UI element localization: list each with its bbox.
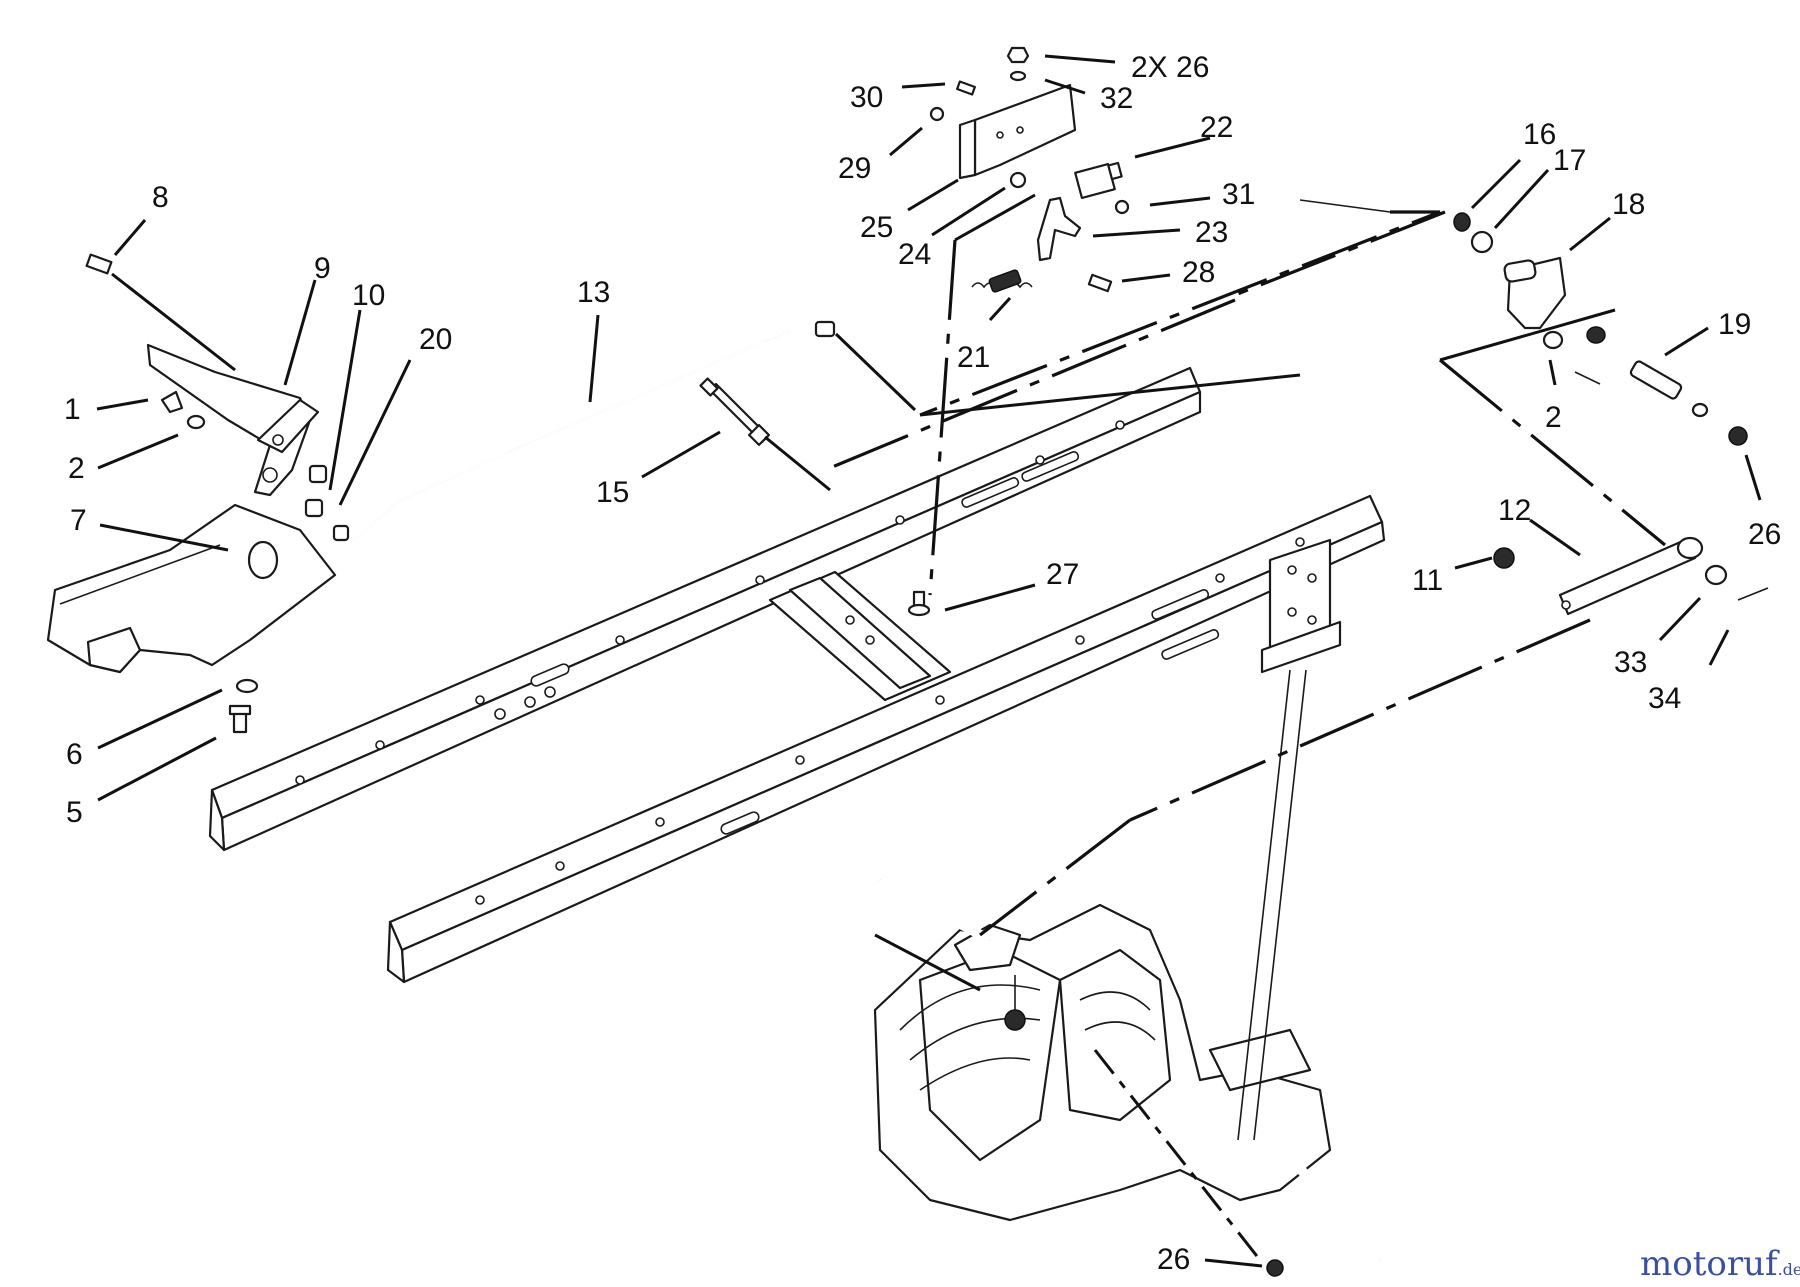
callout-15: 15: [596, 476, 629, 509]
callout-2: 2: [68, 452, 85, 485]
callout-2-right: 2: [1545, 401, 1562, 434]
washer-33: [1704, 564, 1728, 586]
callout-27: 27: [1046, 558, 1079, 591]
nut-11: [1493, 547, 1515, 569]
callout-10: 10: [352, 279, 385, 312]
callout-22: 22: [1200, 111, 1233, 144]
washer-19: [1691, 402, 1709, 418]
callout-33: 33: [1614, 646, 1647, 679]
callout-28: 28: [1182, 256, 1215, 289]
callout-18: 18: [1612, 188, 1645, 221]
clip-1: [160, 390, 184, 414]
callout-26-right: 26: [1748, 518, 1781, 551]
pedal-arm: [146, 343, 320, 497]
callout-17: 17: [1553, 144, 1586, 177]
washer-2-right: [1542, 330, 1564, 350]
callout-30: 30: [850, 81, 883, 114]
nut-26-right: [1728, 426, 1748, 446]
bushing-pair: [1586, 326, 1606, 344]
nut-26-bottom: [1266, 1259, 1284, 1277]
arm-18: [1503, 256, 1567, 330]
bolt-30: [956, 80, 976, 96]
bolt-27: [907, 590, 931, 617]
lever-23: [1036, 196, 1082, 262]
pin-15: [699, 377, 770, 446]
nut-31: [1114, 199, 1130, 215]
spring-21: [971, 269, 1033, 293]
pedal-foot-pad: [46, 503, 337, 674]
rod-13: [332, 320, 836, 542]
frame-bracket-plate: [1260, 538, 1342, 674]
washer-24: [1009, 171, 1027, 189]
callout-19: 19: [1718, 308, 1751, 341]
bracket-upper: [958, 83, 1077, 180]
nut-2x26: [1006, 46, 1030, 64]
watermark-logo: motoruf.de: [1640, 1244, 1800, 1284]
callout-12: 12: [1498, 494, 1531, 527]
transaxle: [873, 875, 1384, 1264]
callout-7: 7: [70, 504, 87, 537]
watermark-suffix: .de: [1778, 1260, 1800, 1279]
bushing-17: [1470, 230, 1494, 254]
leader-lines: [96, 54, 1762, 1268]
callout-21: 21: [957, 341, 990, 374]
callout-2x26: 2X 26: [1131, 51, 1209, 84]
bolt-28: [1087, 273, 1113, 293]
pin-8: [85, 253, 113, 275]
callout-26-bottom: 26: [1157, 1243, 1190, 1276]
washer-16: [1453, 212, 1471, 232]
frame-cross-member: [768, 570, 952, 702]
washer-2-left: [186, 414, 206, 430]
control-rod: [1237, 669, 1307, 1141]
callout-25: 25: [860, 211, 893, 244]
callout-23: 23: [1195, 216, 1228, 249]
cotter-34: [1737, 587, 1769, 601]
callout-8: 8: [152, 181, 169, 214]
bushing-10: [308, 464, 328, 484]
switch-22: [1074, 161, 1123, 200]
watermark-brand: motoruf: [1640, 1244, 1780, 1284]
callout-labels: 8 9 10 20 1 2 7 6 5 13 15 30 29 25 24 2X…: [64, 51, 1781, 1276]
callout-1: 1: [64, 393, 81, 426]
callout-6: 6: [66, 738, 83, 771]
callout-16: 16: [1523, 118, 1556, 151]
callout-20: 20: [419, 323, 452, 356]
callout-11: 11: [1412, 564, 1443, 597]
callout-29: 29: [838, 152, 871, 185]
frame-rail-front: [386, 494, 1386, 984]
nut-29: [929, 106, 945, 122]
pin-19: [1574, 360, 1683, 400]
callout-13: 13: [577, 276, 610, 309]
callout-34: 34: [1648, 682, 1681, 715]
link-12: [1558, 536, 1704, 616]
bolt-5: [228, 704, 252, 734]
callout-9: 9: [314, 252, 331, 285]
callout-24: 24: [898, 238, 931, 271]
centerlines: [111, 193, 1667, 1261]
callout-31: 31: [1222, 178, 1255, 211]
callout-5: 5: [66, 796, 83, 829]
washer-32: [1009, 70, 1027, 82]
bushing-20: [304, 498, 324, 518]
washer-6: [235, 678, 259, 694]
frame-rail-rear: [208, 366, 1202, 852]
callout-32: 32: [1100, 82, 1133, 115]
